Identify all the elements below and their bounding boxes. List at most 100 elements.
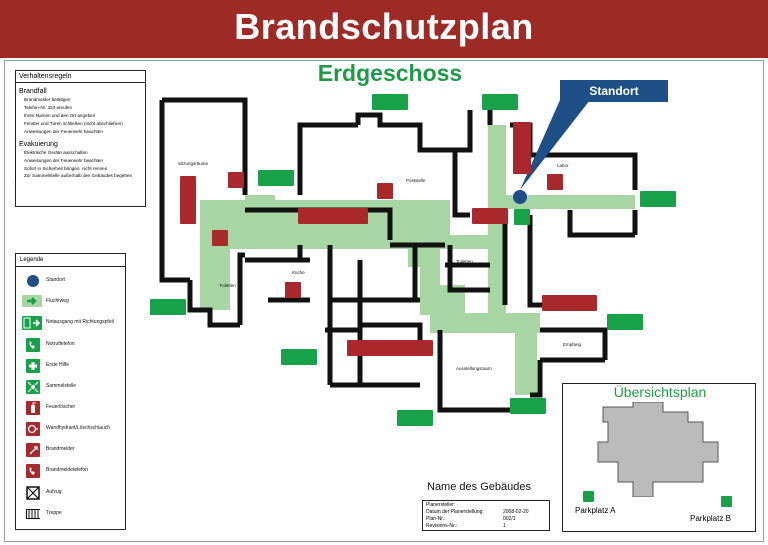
treppe-icon bbox=[26, 507, 40, 521]
info-table: Planersteller: Datum der Planerstellung:… bbox=[422, 500, 550, 531]
brandmelder-icon bbox=[212, 230, 228, 246]
legend-item: Fluchtweg bbox=[22, 295, 126, 315]
parking-a-label: Parkplatz A bbox=[575, 506, 616, 515]
legend-item: Brandmeldetelefon bbox=[22, 464, 126, 484]
legend-item: Sammelstelle bbox=[22, 380, 126, 400]
legend-heading: Legende bbox=[16, 254, 125, 267]
legend-label: Treppe bbox=[46, 510, 62, 516]
evac-heading: Evakuierung bbox=[19, 141, 58, 148]
legend-item: Aufzug bbox=[22, 486, 126, 506]
legend-item: Standort bbox=[22, 274, 126, 294]
escape-routes bbox=[200, 125, 635, 395]
sammelstelle-icon bbox=[26, 380, 40, 394]
plan-frame bbox=[4, 60, 764, 542]
notausgang-icon bbox=[510, 398, 546, 414]
standort-dot-icon bbox=[26, 274, 40, 288]
info-value: 2008-02-20 bbox=[503, 509, 529, 515]
legend-label: Standort bbox=[46, 277, 65, 283]
notausgang-icon bbox=[281, 349, 317, 365]
page-title: Brandschutzplan bbox=[234, 6, 534, 47]
feuerloescher-icon bbox=[285, 282, 301, 298]
info-label: Revisions-Nr.: bbox=[426, 523, 458, 529]
title-bar bbox=[0, 0, 768, 58]
notausgang-icon bbox=[397, 410, 433, 426]
room-label: Ausstellungsraum bbox=[456, 366, 492, 371]
evac-item: Anweisungen der Feuerwehr beachten bbox=[24, 157, 142, 165]
legend-label: Brandmeldetelefon bbox=[46, 467, 88, 473]
info-value: 002/1 bbox=[503, 516, 516, 522]
legend-item: Feuerlöscher bbox=[22, 401, 126, 421]
floor-title: Erdgeschoss bbox=[317, 60, 463, 86]
evac-item: Elektrische Geräte ausschalten bbox=[24, 149, 142, 157]
fire-item: Brandmelder betätigen bbox=[24, 96, 142, 104]
wandhydrant-icon bbox=[298, 208, 368, 224]
parking-b-label: Parkplatz B bbox=[690, 514, 731, 523]
wandhydrant-icon bbox=[472, 208, 508, 224]
fire-item: Telefon-Nr. 333 anrufen bbox=[24, 104, 142, 112]
brandmelder-icon bbox=[26, 443, 40, 457]
legend-item: Treppe bbox=[22, 507, 126, 527]
fire-item: Anweisungen der Feuerwehr beachten bbox=[24, 128, 142, 136]
sammelstelle-icon bbox=[721, 496, 732, 507]
legend-label: Erste Hilfe bbox=[46, 362, 70, 368]
notausgang-icon bbox=[372, 94, 408, 110]
feuerloescher-icon bbox=[377, 183, 393, 199]
legend-item: Notausgang mit Richtungspfeil bbox=[22, 316, 126, 336]
room-label: Küche bbox=[292, 270, 305, 275]
fluchtweg-arrow-icon bbox=[22, 295, 42, 307]
legend-label: Aufzug bbox=[46, 489, 62, 495]
legend-label: Brandmelder bbox=[46, 446, 75, 452]
room-label: Toiletten bbox=[219, 283, 236, 288]
building-name: Name des Gebäudes bbox=[427, 481, 531, 493]
legend-label: Fluchtweg bbox=[46, 298, 69, 304]
legend-panel: Legende Standort Fluchtweg Notausgang mi… bbox=[15, 253, 126, 530]
fire-item: Ihren Namen und den Ort angeben bbox=[24, 112, 142, 120]
room-label: Empfang bbox=[563, 342, 582, 347]
brandmeldetelefon-icon bbox=[26, 464, 40, 478]
legend-label: Notausgang mit Richtungspfeil bbox=[46, 319, 114, 325]
evac-list: Elektrische Geräte ausschalten Anweisung… bbox=[16, 149, 145, 179]
feuerloescher-icon bbox=[180, 176, 196, 224]
legend-item: Notruftelefon bbox=[22, 338, 126, 358]
rules-panel: Verhaltensregeln Brandfall Brandmelder b… bbox=[15, 70, 146, 207]
legend-item: Wandhydrant/Löschschlauch bbox=[22, 422, 126, 442]
brandmelder-icon bbox=[513, 122, 531, 174]
overview-panel: Übersichtsplan Parkplatz A Parkplatz B bbox=[562, 383, 756, 532]
evac-item: Zur Sammelstelle außerhalb des Gebäudes … bbox=[24, 173, 142, 179]
legend-item: Brandmelder bbox=[22, 443, 126, 463]
legend-item: Erste Hilfe bbox=[22, 359, 126, 379]
evac-item: Sofort in Sicherheit bringen, nicht renn… bbox=[24, 165, 142, 173]
standort-pointer bbox=[520, 100, 590, 190]
room-label: Sitzungsräume bbox=[178, 161, 209, 166]
feuerloescher-icon bbox=[228, 172, 244, 188]
info-label: Datum der Planerstellung: bbox=[426, 509, 484, 515]
notausgang-icon bbox=[150, 299, 186, 315]
notausgang-icon bbox=[258, 170, 294, 186]
room-label: Poststelle bbox=[406, 178, 426, 183]
rules-heading: Verhaltensregeln bbox=[16, 71, 145, 83]
standort-marker bbox=[513, 190, 527, 204]
legend-label: Sammelstelle bbox=[46, 383, 77, 389]
erste-hilfe-icon bbox=[26, 359, 40, 373]
feuerloescher-icon bbox=[26, 401, 40, 415]
legend-label: Feuerlöscher bbox=[46, 404, 76, 410]
wandhydrant-icon bbox=[26, 422, 40, 436]
info-label: Plan-Nr.: bbox=[426, 516, 446, 522]
notausgang-icon bbox=[640, 191, 676, 207]
feuerloescher-icon bbox=[347, 340, 433, 356]
info-value: 1 bbox=[503, 523, 506, 529]
fire-item: Fenster und Türen schließen (nicht absch… bbox=[24, 120, 142, 128]
notausgang-icon bbox=[22, 316, 42, 330]
notausgang-icon bbox=[482, 94, 518, 110]
notausgang-icon bbox=[607, 314, 643, 330]
aufzug-icon bbox=[26, 486, 40, 500]
sammelstelle-icon bbox=[583, 491, 594, 502]
notruftelefon-icon bbox=[26, 338, 40, 352]
overview-title: Übersichtsplan bbox=[613, 384, 707, 400]
standort-callout: Standort bbox=[560, 80, 668, 102]
erste-hilfe-icon bbox=[514, 209, 530, 225]
fire-list: Brandmelder betätigen Telefon-Nr. 333 an… bbox=[16, 96, 145, 136]
building-outline bbox=[597, 402, 719, 497]
feuerloescher-icon bbox=[547, 174, 563, 190]
room-label: Toiletten bbox=[456, 259, 473, 264]
